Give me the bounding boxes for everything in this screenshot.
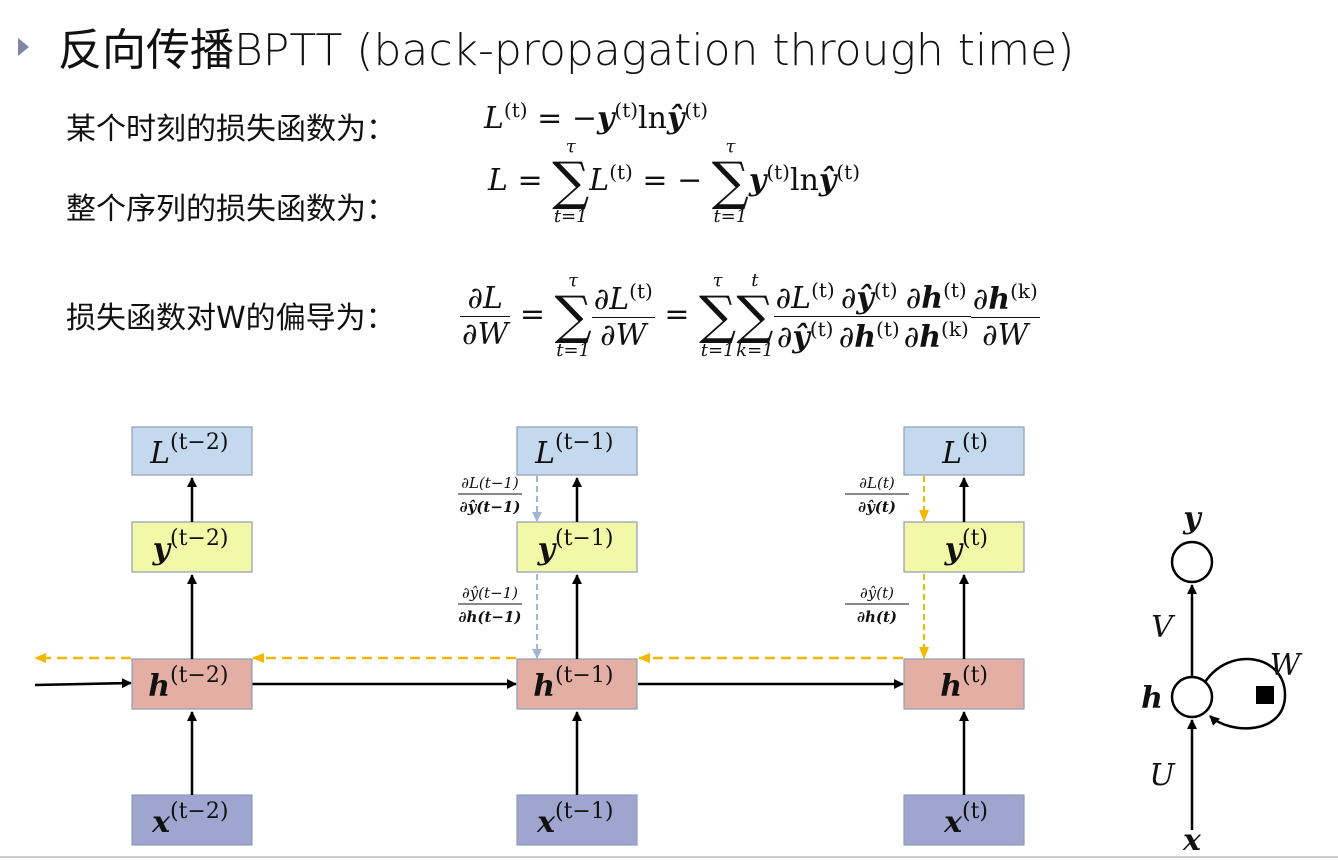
grad-label-dL-dy-den: ∂ŷ(t)	[858, 498, 896, 516]
input-arrow-h	[34, 678, 132, 689]
grad-label-dy-dh-num: ∂ŷ(t)	[860, 584, 894, 602]
slide-title: 反向传播BPTT (back-propagation through time)	[58, 14, 1074, 78]
grad-label-dy-dh-den: ∂h(t−1)	[458, 608, 521, 626]
box-y-0	[131, 521, 253, 573]
formula-loss-derivative: ∂L∂W = τ∑t=1∂L(t)∂W = τ∑t=1t∑k=1∂L(t)∂ŷ(…	[460, 270, 1040, 361]
label-sup: (t)	[962, 526, 988, 551]
label-x: x	[151, 805, 171, 840]
bullet-icon	[18, 38, 29, 56]
box-L-2	[903, 426, 1025, 476]
label-y: y	[537, 532, 558, 567]
label-sup: (t−2)	[170, 430, 228, 455]
label-sup: (t−1)	[555, 526, 613, 551]
label-sup: (t−1)	[555, 663, 613, 688]
recurrent-loop-arrow	[1203, 657, 1287, 730]
grad-label-dy-dh-num: ∂ŷ(t−1)	[462, 584, 518, 602]
formula-loss-at-time: L(t) = −y(t)lnŷ(t)	[484, 98, 709, 136]
label-sup: (t−2)	[170, 663, 228, 688]
label-loss-sequence: 整个序列的损失函数为：	[66, 192, 396, 227]
formula-loss-sequence: L = τ∑t=1L(t) = − τ∑t=1y(t)lnŷ(t)	[488, 136, 861, 227]
node-y	[1170, 540, 1214, 584]
label-sup: (t−1)	[555, 799, 613, 824]
label-y: y	[944, 532, 965, 567]
label-loss-at-time: 某个时刻的损失函数为：	[66, 112, 396, 147]
title-en: BPTT (back-propagation through time)	[234, 25, 1075, 76]
label-sup: (t)	[962, 430, 988, 455]
grad-label-dL-dy-num: ∂L(t−1)	[461, 474, 519, 492]
label-h: h	[533, 669, 555, 704]
weight-square-W	[1256, 686, 1274, 704]
label-L: L	[941, 436, 962, 471]
box-y-2	[903, 521, 1025, 573]
label-x: x	[536, 805, 556, 840]
label-sup: (t−1)	[555, 430, 613, 455]
box-h-0	[131, 658, 253, 710]
label-L: L	[149, 436, 170, 471]
label-x: x	[943, 805, 963, 840]
label-y: y	[152, 532, 173, 567]
label-loss-derivative: 损失函数对W的偏导为：	[66, 301, 396, 336]
title-cn: 反向传播	[58, 25, 234, 76]
box-x-0	[131, 794, 253, 846]
box-h-2	[903, 658, 1025, 710]
mini-label-y: y	[1182, 501, 1203, 536]
label-h: h	[148, 669, 170, 704]
label-sup: (t−2)	[170, 526, 228, 551]
label-sup: (t)	[962, 799, 988, 824]
box-L-0	[131, 426, 253, 476]
label-sup: (t−2)	[170, 799, 228, 824]
grad-label-dL-dy-num: ∂L(t)	[859, 474, 895, 492]
label-sup: (t)	[962, 663, 988, 688]
mini-label-W: W	[1270, 648, 1303, 683]
grad-label-dL-dy-den: ∂ŷ(t−1)	[460, 498, 521, 516]
node-h	[1170, 675, 1214, 719]
mini-label-V: V	[1151, 610, 1176, 645]
grad-label-dy-dh-den: ∂h(t)	[857, 608, 897, 626]
divider	[0, 856, 1338, 858]
label-L: L	[534, 436, 555, 471]
box-y-1	[516, 521, 638, 573]
mini-label-h: h	[1141, 681, 1163, 716]
mini-label-x: x	[1182, 823, 1202, 858]
mini-label-U: U	[1149, 758, 1176, 793]
label-h: h	[940, 669, 962, 704]
box-L-1	[516, 426, 638, 476]
